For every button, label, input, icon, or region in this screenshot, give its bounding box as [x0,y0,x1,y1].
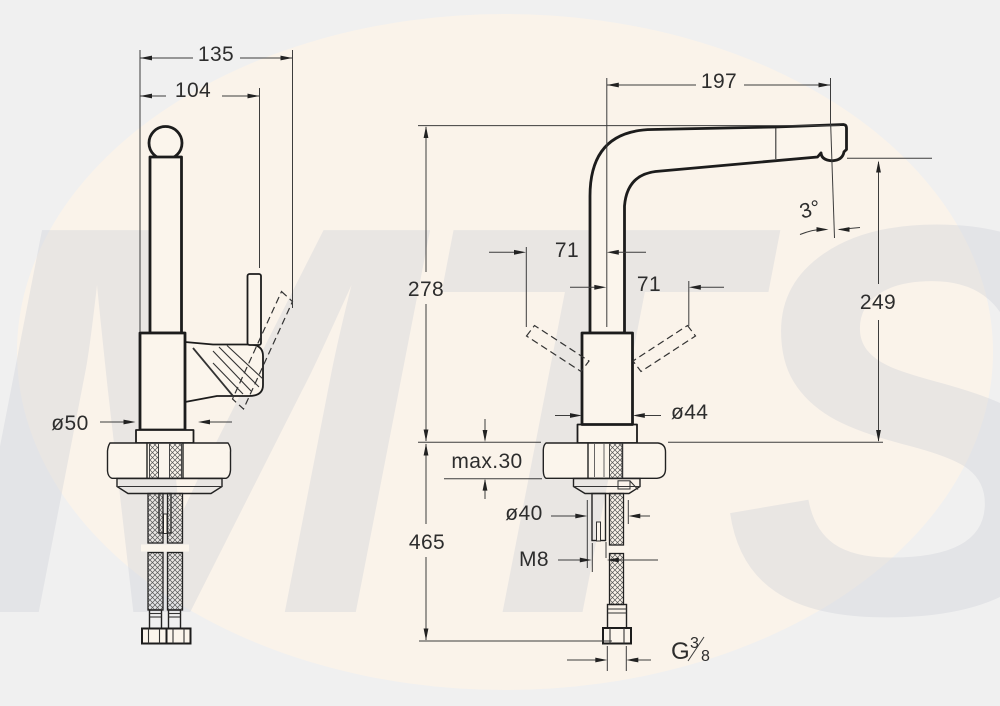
svg-text:ø40: ø40 [505,502,542,525]
spout-ball-top [147,125,184,161]
base-flange-side [135,429,195,444]
dim-deck-thickness: max.30 [451,419,522,499]
base-flange-front [576,423,638,444]
sheet-background [17,14,993,690]
svg-text:135: 135 [198,43,234,66]
spout-front [588,123,848,335]
svg-text:3: 3 [690,635,699,652]
dim-hose-length: 465 [409,443,445,641]
handle-swing-left-outline [525,324,590,373]
cartridge-section-lines [192,345,264,397]
svg-text:278: 278 [408,278,444,301]
svg-text:ø44: ø44 [671,401,708,424]
spout-pipe-side [148,155,183,335]
supply-hose-front [602,492,632,645]
svg-text:197: 197 [701,70,737,93]
handle-lever-side [246,273,262,346]
dim-handle-swing-left: 71 [489,239,646,262]
svg-text:249: 249 [860,291,896,314]
dim-hose-thread: G 3 8 [567,635,710,665]
dim-front-reach: 197 [606,70,831,93]
dim-stud-thread: M8 [519,548,658,571]
front-view [525,123,848,645]
svg-text:465: 465 [409,531,445,554]
dim-base-diameter: ø50 [51,412,232,435]
mounting-stud-front [591,492,607,542]
svg-text:71: 71 [637,273,661,296]
dim-hole-diameter: ø40 [505,502,650,525]
svg-text:max.30: max.30 [451,450,522,473]
dim-spout-height: 278 [408,126,444,442]
dim-body-diameter: ø44 [555,401,708,424]
mounting-nut-front [572,477,641,495]
countertop-front [542,442,667,479]
svg-text:8: 8 [701,648,710,665]
svg-text:M8: M8 [519,548,549,571]
svg-text:ø50: ø50 [51,412,88,435]
handle-swing-right-outline [632,324,697,373]
dim-spout-offset: 104 [140,79,260,102]
side-view [106,125,294,645]
svg-text:104: 104 [175,79,211,102]
dim-overall-reach: 135 [140,43,293,66]
svg-text:71: 71 [555,239,579,262]
dim-handle-swing-right: 71 [570,273,724,296]
dimension-annotations: 135 104 ø50 197 [51,43,932,671]
supply-hoses-side [141,492,192,645]
faucet-body-front [580,331,634,426]
mounting-nut-side [116,477,223,495]
svg-text:G: G [671,638,690,665]
handle-swing-outline [231,290,294,410]
countertop-side [106,442,232,479]
dim-outlet-height: 249 [860,160,896,442]
faucet-body-side [138,331,187,432]
